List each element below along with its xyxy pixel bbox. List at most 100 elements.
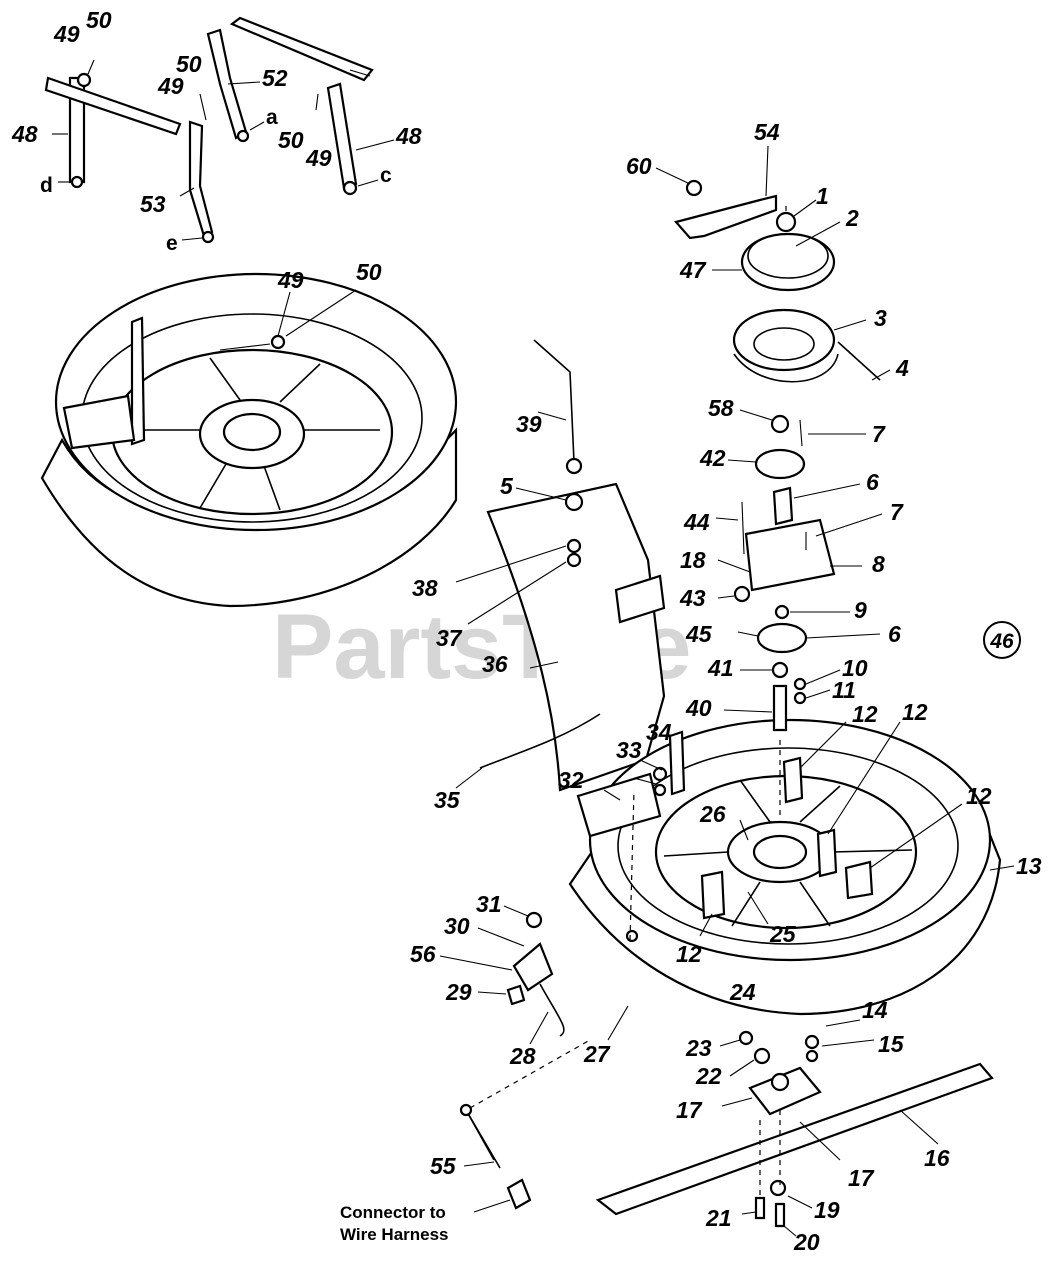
washer-58 xyxy=(770,414,790,434)
callout: 1 xyxy=(816,183,829,209)
lift-link-52 xyxy=(206,28,248,140)
callout: 43 xyxy=(679,585,706,611)
housing-6 xyxy=(772,486,794,526)
callout: 12 xyxy=(852,701,878,727)
callout: 15 xyxy=(878,1031,905,1057)
washer-22 xyxy=(753,1047,771,1065)
lift-bar xyxy=(44,76,182,136)
deck-front-plate xyxy=(62,394,136,450)
lift-link-53 xyxy=(188,120,214,238)
callout: 41 xyxy=(707,655,734,681)
callout: 7 xyxy=(890,499,904,525)
deck-overview xyxy=(40,272,458,608)
nut-1 xyxy=(775,211,797,233)
callout: 12 xyxy=(902,699,928,725)
diagram-number-badge: 46 xyxy=(983,621,1021,659)
bolt-24 xyxy=(738,1030,754,1046)
callout: 37 xyxy=(436,625,463,651)
nut-31 xyxy=(525,911,543,929)
bolt-21 xyxy=(754,1196,766,1220)
connector-55 xyxy=(506,1178,532,1210)
callout: 50 xyxy=(278,127,304,153)
callout: 52 xyxy=(262,65,288,91)
callout: 49 xyxy=(157,73,184,99)
callout: 14 xyxy=(862,997,888,1023)
callout: 27 xyxy=(583,1041,611,1067)
callout: 24 xyxy=(729,979,756,1005)
idler-bracket-54 xyxy=(674,194,778,240)
callout: 49 xyxy=(305,145,332,171)
belt-4 xyxy=(733,353,839,383)
callout: 45 xyxy=(685,621,713,647)
callout: 40 xyxy=(685,695,712,721)
callout: 48 xyxy=(395,123,422,149)
callout: 36 xyxy=(482,651,508,677)
bolt-29 xyxy=(506,984,526,1006)
callout: 12 xyxy=(676,941,702,967)
blade-group xyxy=(439,789,994,1237)
callout: 58 xyxy=(708,395,734,421)
callout: 49 xyxy=(277,267,304,293)
callout: 30 xyxy=(444,913,470,939)
callout: 17 xyxy=(676,1097,703,1123)
callout: 50 xyxy=(176,51,202,77)
letter-marker-d: d xyxy=(40,174,53,197)
switch-30 xyxy=(512,942,554,992)
callout: 47 xyxy=(679,257,707,283)
lift-link-right xyxy=(326,82,358,190)
callout: 10 xyxy=(842,655,868,681)
callout: 50 xyxy=(356,259,382,285)
callout: 29 xyxy=(445,979,472,1005)
callout: 23 xyxy=(685,1035,712,1061)
callout: 38 xyxy=(412,575,438,601)
spindle-shaft-40 xyxy=(772,684,788,732)
callout: 16 xyxy=(924,1145,950,1171)
washer-19 xyxy=(769,1179,787,1197)
callout: 56 xyxy=(410,941,436,967)
bolt-20 xyxy=(774,1202,786,1228)
link-pin xyxy=(342,180,358,196)
callout: 55 xyxy=(430,1153,457,1179)
connector-label-line1: Connector to xyxy=(340,1203,446,1222)
callout: 2 xyxy=(845,205,859,231)
callout: 12 xyxy=(966,783,992,809)
callout: 8 xyxy=(872,551,885,577)
callout: 4 xyxy=(895,355,909,381)
callout: 25 xyxy=(769,921,797,947)
letter-marker-c: c xyxy=(380,164,392,187)
callout: 60 xyxy=(626,153,652,179)
link-pin xyxy=(201,230,215,244)
callout: 21 xyxy=(705,1205,732,1231)
clevis-pin xyxy=(76,72,92,88)
lift-bar-upper xyxy=(229,16,374,82)
callout: 5 xyxy=(500,473,514,499)
letter-markers: a c d e xyxy=(40,106,392,255)
callout: 18 xyxy=(680,547,706,573)
link-pin xyxy=(70,175,84,189)
blade-16 xyxy=(595,1062,994,1216)
pulley-3 xyxy=(732,308,836,372)
callout: 35 xyxy=(434,787,461,813)
callout-labels: 49 50 48 49 50 52 50 49 48 53 60 54 1 2 … xyxy=(11,7,1042,1255)
connector-label-line2: Wire Harness xyxy=(340,1225,449,1244)
callout: 22 xyxy=(695,1063,722,1089)
nut-60 xyxy=(685,179,703,197)
deck-bracket xyxy=(130,316,146,446)
deck-main xyxy=(568,718,1015,1016)
letter-marker-a: a xyxy=(266,106,278,129)
callout: 50 xyxy=(86,7,112,33)
callout: 19 xyxy=(814,1197,840,1223)
callout: 42 xyxy=(699,445,726,471)
deck-main-inner xyxy=(617,747,959,945)
deck-main-front-plate xyxy=(576,772,662,838)
callout: 11 xyxy=(832,677,856,703)
link-pin xyxy=(236,129,250,143)
callout: 32 xyxy=(558,767,584,793)
letter-marker-e: e xyxy=(166,232,178,255)
callout: 48 xyxy=(11,121,38,147)
chute-plate xyxy=(614,574,666,624)
callout: 44 xyxy=(683,509,710,535)
callout: 54 xyxy=(754,119,780,145)
callout: 28 xyxy=(509,1043,536,1069)
